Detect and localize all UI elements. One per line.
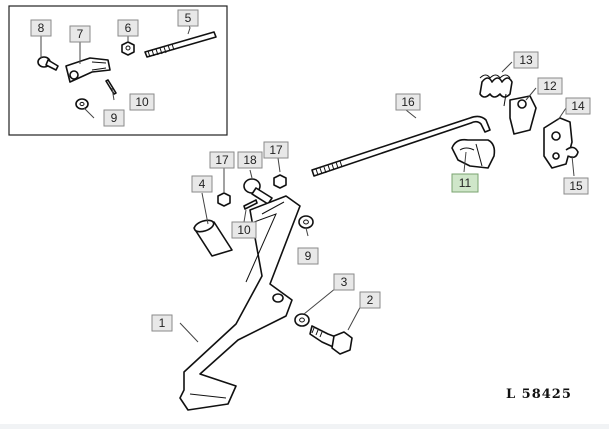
callout-17-left-label: 17 xyxy=(215,153,229,167)
cotter-pin xyxy=(243,199,258,210)
callout-4-label: 4 xyxy=(199,177,206,191)
coil-spring xyxy=(479,74,513,107)
callout-6-label: 6 xyxy=(125,21,132,35)
nut-inset xyxy=(121,41,135,56)
callout-9-inset: 9 xyxy=(103,109,125,127)
bottom-bar xyxy=(0,424,609,429)
callout-12-label: 12 xyxy=(543,79,557,93)
leader-9b xyxy=(305,227,309,237)
callout-9-main-label: 9 xyxy=(305,249,312,263)
callout-10-main-label: 10 xyxy=(237,223,251,237)
callout-9-inset-label: 9 xyxy=(111,111,118,125)
leader-11 xyxy=(463,151,467,173)
callout-12: 12 xyxy=(537,77,563,95)
callout-3: 3 xyxy=(333,273,355,291)
callout-17-right-label: 17 xyxy=(269,143,283,157)
clevis-yoke-inset xyxy=(65,57,111,83)
leader-16 xyxy=(405,109,417,119)
washer-small xyxy=(294,313,310,327)
pedal-lever xyxy=(179,195,301,411)
callout-16-label: 16 xyxy=(401,95,415,109)
callout-11-label: 11 xyxy=(459,176,472,190)
threaded-rod-inset xyxy=(144,31,217,58)
callout-17-left: 17 xyxy=(209,151,235,169)
clevis-pin-inset xyxy=(37,56,59,71)
bolt xyxy=(309,325,353,355)
callout-8-label: 8 xyxy=(38,21,45,35)
leader-10b xyxy=(243,209,247,223)
callout-5: 5 xyxy=(177,9,199,27)
nut-left xyxy=(217,192,231,207)
callout-10-main: 10 xyxy=(231,221,257,239)
callout-2-label: 2 xyxy=(367,293,374,307)
figure-reference: L 58425 xyxy=(506,387,572,402)
long-rod xyxy=(311,115,491,177)
callout-14-label: 14 xyxy=(571,99,585,113)
leader-15 xyxy=(571,155,575,177)
callout-4: 4 xyxy=(191,175,213,193)
pivot-pin xyxy=(243,178,273,205)
callout-6: 6 xyxy=(117,19,139,37)
leader-12 xyxy=(525,87,537,101)
callout-10-inset-label: 10 xyxy=(135,95,149,109)
cam-plate xyxy=(509,95,537,135)
callout-7: 7 xyxy=(69,25,91,43)
callout-18-label: 18 xyxy=(243,153,257,167)
spring-bracket xyxy=(451,138,496,169)
callout-11: 11 xyxy=(451,173,479,193)
callout-13-label: 13 xyxy=(519,53,533,67)
leader-10a xyxy=(111,87,115,101)
callout-9-main: 9 xyxy=(297,247,319,265)
leader-3 xyxy=(303,287,337,315)
callout-14: 14 xyxy=(565,97,591,115)
leader-18 xyxy=(249,169,253,179)
washer-inset xyxy=(75,98,89,110)
leader-9a xyxy=(83,107,95,119)
leader-14 xyxy=(557,107,567,121)
callout-15-label: 15 xyxy=(569,179,583,193)
callout-5-label: 5 xyxy=(185,11,192,25)
leader-4 xyxy=(201,192,209,225)
washer xyxy=(298,215,314,229)
latch-plate xyxy=(543,117,573,169)
callout-18: 18 xyxy=(237,151,263,169)
callout-7-label: 7 xyxy=(77,27,84,41)
callout-3-label: 3 xyxy=(341,275,348,289)
callout-1: 1 xyxy=(151,314,173,332)
callout-2: 2 xyxy=(359,291,381,309)
callout-17-right: 17 xyxy=(263,141,289,159)
callout-15: 15 xyxy=(563,177,589,195)
leader-13 xyxy=(501,61,513,73)
cotter-pin-inset xyxy=(105,79,117,95)
callout-8: 8 xyxy=(30,19,52,37)
bushing xyxy=(193,219,233,257)
callout-13: 13 xyxy=(513,51,539,69)
callout-1-label: 1 xyxy=(159,316,166,330)
leader-1 xyxy=(179,322,199,343)
callout-16: 16 xyxy=(395,93,421,111)
nut-right xyxy=(273,174,287,189)
callout-10-inset: 10 xyxy=(129,93,155,111)
leader-17b xyxy=(277,157,281,173)
